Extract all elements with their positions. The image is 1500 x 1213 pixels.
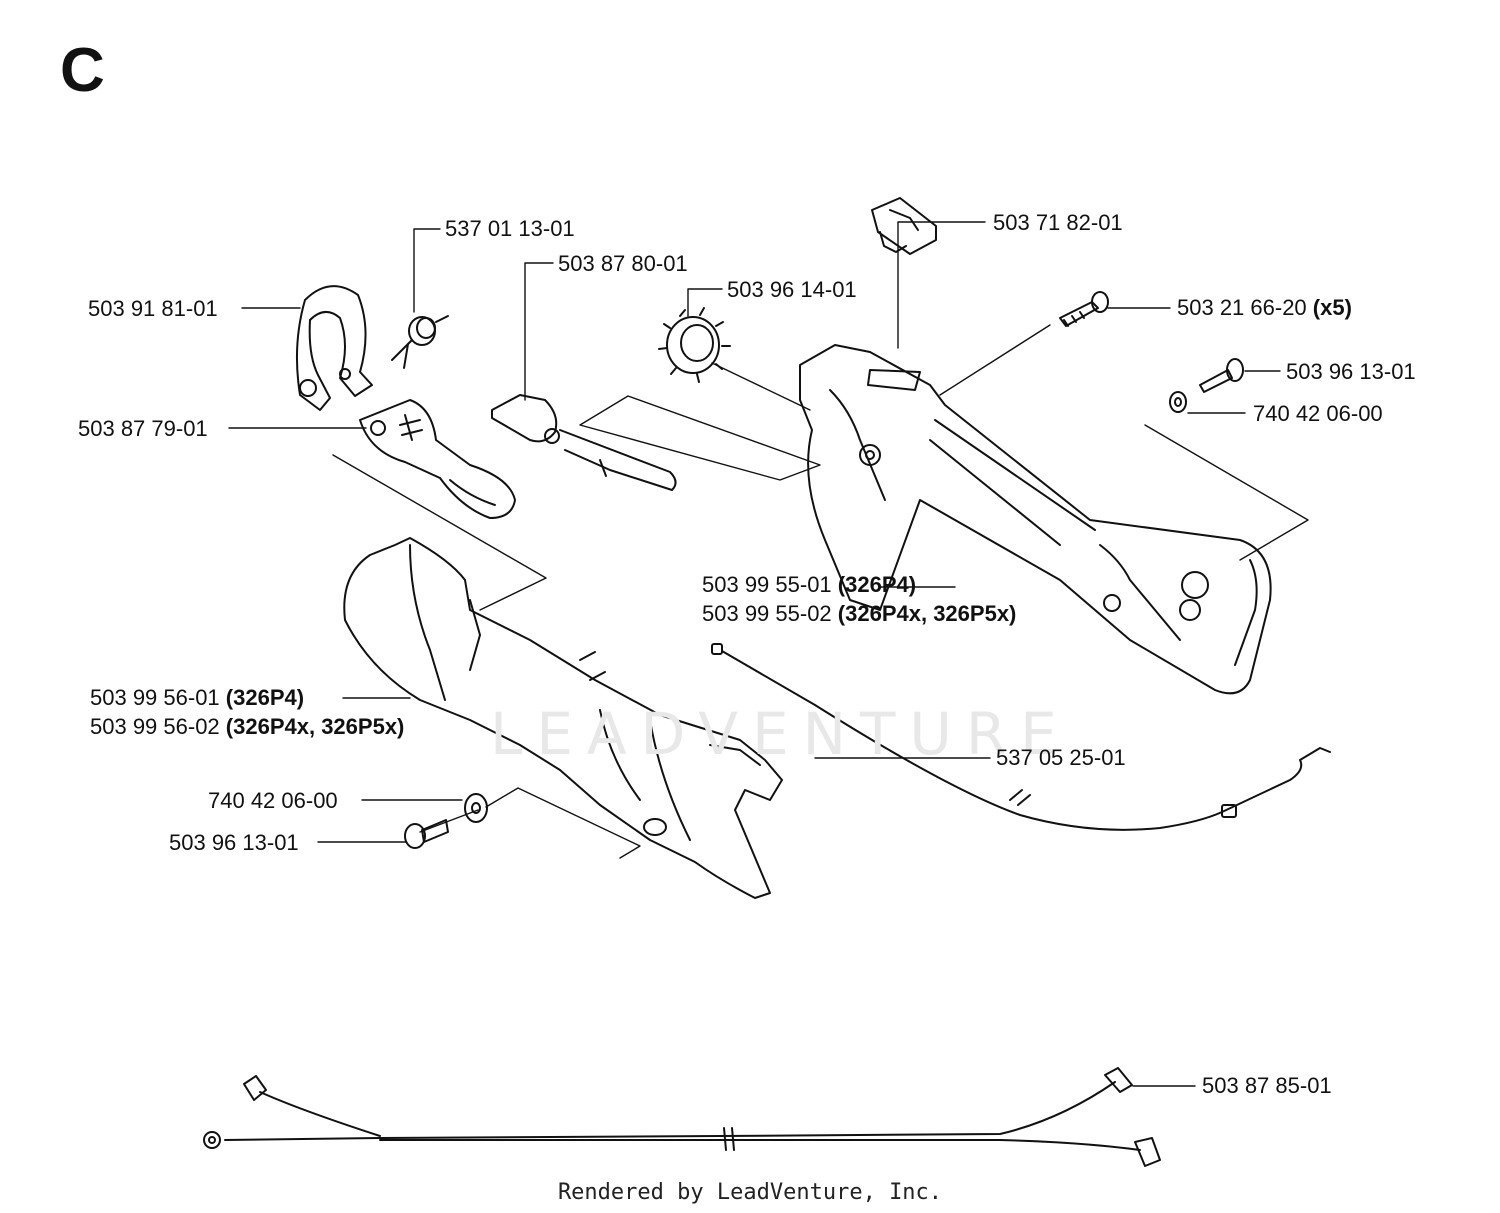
throttle-cable <box>711 643 1331 831</box>
part-label-503-99-56-01: 503 99 56-01 (326P4) <box>90 685 305 710</box>
part-label-503-87-80-01: 503 87 80-01 <box>558 251 688 276</box>
stop-switch <box>871 197 937 255</box>
part-label-503-96-13-01-left: 503 96 13-01 <box>169 830 299 855</box>
watermark-text: LEADVENTURE <box>490 700 1071 768</box>
part-label-503-99-55-02: 503 99 55-02 (326P4x, 326P5x) <box>702 601 1017 626</box>
torsion-spring <box>391 315 449 369</box>
screw <box>1059 291 1109 327</box>
part-label-503-87-85-01: 503 87 85-01 <box>1202 1073 1332 1098</box>
washer-left <box>464 793 488 823</box>
wire-harness <box>203 1067 1161 1167</box>
screw-left <box>404 819 449 849</box>
part-label-537-05-25-01: 537 05 25-01 <box>996 745 1126 770</box>
throttle-lockout-lever <box>491 394 677 491</box>
part-label-503-99-56-02: 503 99 56-02 (326P4x, 326P5x) <box>90 714 405 739</box>
part-label-740-42-06-00-left: 740 42 06-00 <box>208 788 338 813</box>
part-label-537-01-13-01: 537 01 13-01 <box>445 216 575 241</box>
rubber-damper-ring <box>658 307 731 383</box>
throttle-guard-clip <box>295 285 373 411</box>
part-label-503-96-13-01-right: 503 96 13-01 <box>1286 359 1416 384</box>
throttle-trigger <box>359 399 516 519</box>
section-letter: C <box>60 36 105 105</box>
part-label-503-96-14-01: 503 96 14-01 <box>727 277 857 302</box>
part-label-740-42-06-00-right: 740 42 06-00 <box>1253 401 1383 426</box>
part-label-503-71-82-01: 503 71 82-01 <box>993 210 1123 235</box>
footer-credit: Rendered by LeadVenture, Inc. <box>557 1180 943 1205</box>
handle-housing-left <box>343 537 783 899</box>
screw-right <box>1199 358 1244 393</box>
part-label-503-21-66-20: 503 21 66-20 (x5) <box>1177 295 1352 320</box>
washer-right <box>1169 391 1187 413</box>
part-label-503-87-79-01: 503 87 79-01 <box>78 416 208 441</box>
handle-housing-right <box>799 344 1272 695</box>
leader-lines <box>228 221 1309 1087</box>
part-label-503-99-55-01: 503 99 55-01 (326P4) <box>702 572 917 597</box>
part-label-503-91-81-01: 503 91 81-01 <box>88 296 218 321</box>
